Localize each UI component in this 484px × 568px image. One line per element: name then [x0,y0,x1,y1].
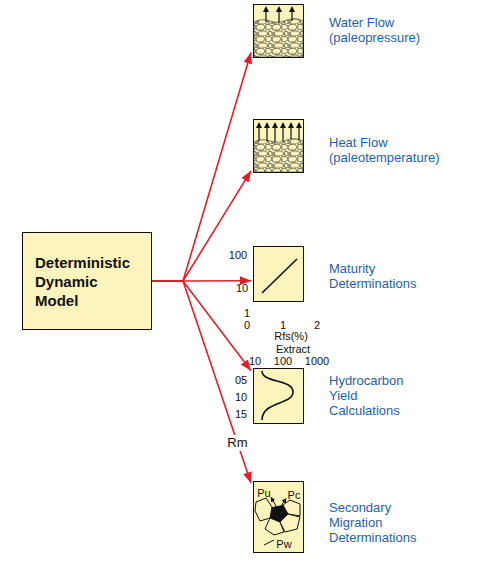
box-caption: Maturity Determinations [329,261,429,291]
flow-arrow [152,281,251,371]
icon-box: Maturity Determinations [253,246,304,302]
axis-label: 1 [244,307,250,319]
axis-label: 2 [314,319,320,331]
icon-box: Heat Flow (paleotemperature) [253,119,304,173]
axis-label: 05 [235,374,247,386]
box-caption: Hydrocarbon Yield Calculations [329,373,419,418]
flow-arrow [152,281,251,483]
axis-label: Extract [276,343,310,355]
edge-label: Rm [225,435,249,451]
axis-label: 100 [274,355,292,367]
axis-label: Pu [257,487,270,499]
box-caption: Water Flow (paleopressure) [329,15,441,45]
axis-label: 100 [229,249,247,261]
axis-label: Rfs(%) [274,330,308,342]
box-caption: Heat Flow (paleotemperature) [329,135,451,165]
axis-label: 1000 [305,355,329,367]
model-box: Deterministic Dynamic Model [22,232,152,330]
axis-label: 0 [244,319,250,331]
flow-arrow [152,53,251,281]
axis-label: 10 [236,282,248,294]
flow-arrow [152,171,251,281]
icon-box: Water Flow (paleopressure) [253,4,304,58]
icon-box: Hydrocarbon Yield Calculations [253,368,304,424]
axis-label: 15 [235,408,247,420]
box-title: Deterministic Dynamic Model [35,253,141,310]
box-caption: Secondary Migration Determinations [329,500,425,545]
flow-arrow [152,280,251,282]
axis-label: 10 [235,391,247,403]
axis-label: Pw [276,538,291,550]
axis-label: 1 [280,319,286,331]
axis-label: Pc [288,489,301,501]
axis-label: 10 [249,355,261,367]
